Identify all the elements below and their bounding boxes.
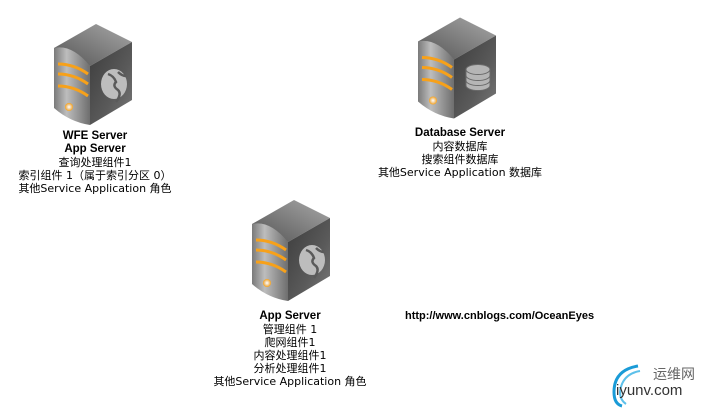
server-role-line: 内容处理组件1 bbox=[253, 349, 327, 362]
server-role-line: 分析处理组件1 bbox=[253, 362, 327, 375]
watermark-en-text: iyunv.com bbox=[616, 382, 683, 399]
database-server-caption: Database Server 内容数据库 搜索组件数据库 其他Service … bbox=[340, 127, 580, 179]
server-role-line: 查询处理组件1 bbox=[58, 156, 132, 169]
server-role-line: 管理组件 1 bbox=[262, 323, 318, 336]
app-server-caption: App Server 管理组件 1 爬网组件1 内容处理组件1 分析处理组件1 … bbox=[175, 310, 405, 388]
power-led-icon bbox=[65, 103, 73, 111]
app-server-icon bbox=[252, 200, 330, 301]
server-title: App Server bbox=[64, 143, 126, 155]
server-title: WFE Server bbox=[62, 130, 128, 142]
server-role-line: 内容数据库 bbox=[432, 140, 488, 153]
server-role-line: 其他Service Application 角色 bbox=[213, 375, 367, 388]
server-role-line: 搜索组件数据库 bbox=[421, 153, 499, 166]
database-icon bbox=[465, 64, 491, 91]
globe-icon bbox=[299, 245, 325, 279]
database-server-icon bbox=[418, 17, 496, 119]
power-led-icon bbox=[429, 96, 437, 105]
server-role-line: 索引组件 1（属于索引分区 0） bbox=[18, 169, 172, 182]
watermark-cn-text: 运维网 bbox=[653, 367, 695, 383]
web-server-icon bbox=[54, 24, 132, 126]
server-role-line: 其他Service Application 角色 bbox=[18, 182, 172, 195]
server-role-line: 爬网组件1 bbox=[264, 336, 316, 349]
watermark-logo: 运维网 iyunv.com bbox=[608, 362, 713, 410]
blog-url-text: http://www.cnblogs.com/OceanEyes bbox=[405, 310, 595, 322]
server-role-line: 其他Service Application 数据库 bbox=[377, 166, 543, 179]
globe-icon bbox=[101, 69, 127, 103]
server-title: App Server bbox=[259, 310, 321, 322]
power-led-icon bbox=[263, 279, 271, 287]
swirl-logo-icon bbox=[612, 364, 641, 408]
server-title: Database Server bbox=[414, 127, 506, 139]
wfe-app-server-caption: WFE Server App Server 查询处理组件1 索引组件 1（属于索… bbox=[0, 130, 210, 195]
